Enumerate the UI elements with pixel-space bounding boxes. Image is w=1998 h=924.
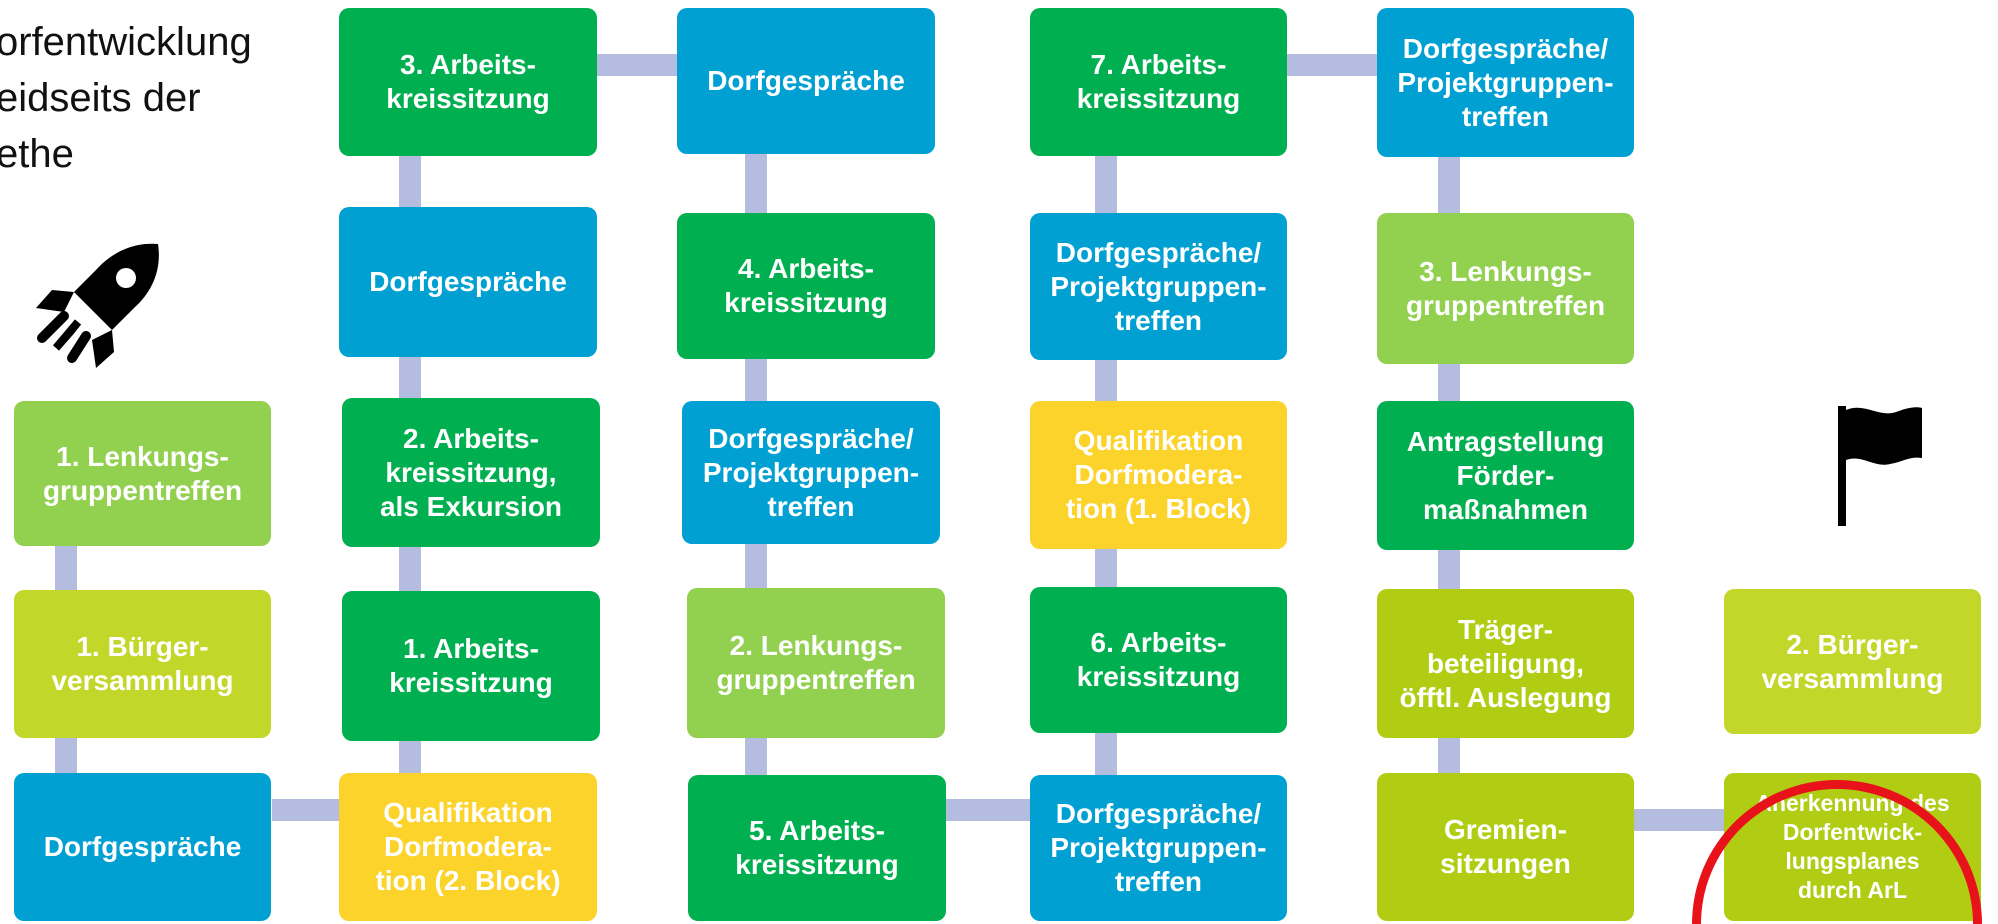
step-gremiensitzungen: Gremien- sitzungen [1377,773,1634,921]
connector [1438,364,1460,401]
connector [1634,809,1724,831]
connector [745,359,767,401]
step-qualifikation-dorfmoderation-1: Qualifikation Dorfmodera- tion (1. Block… [1030,401,1287,549]
connector [745,738,767,775]
step-qualifikation-dorfmoderation-2: Qualifikation Dorfmodera- tion (2. Block… [339,773,597,921]
step-1-arbeitskreissitzung: 1. Arbeits- kreissitzung [342,591,600,741]
connector [55,546,77,590]
connector [1438,157,1460,213]
step-dorfgespraeche: Dorfgespräche [339,207,597,357]
connector [399,741,421,773]
step-traegerbeteiligung: Träger- beteiligung, öfftl. Auslegung [1377,589,1634,738]
step-2-lenkungsgruppentreffen: 2. Lenkungs- gruppentreffen [687,588,945,738]
connector [399,547,421,591]
step-dorfgespraeche-projektgruppentreffen: Dorfgespräche/ Projektgruppen- treffen [1377,8,1634,157]
connector [1095,549,1117,587]
step-dorfgespraeche-projektgruppentreffen: Dorfgespräche/ Projektgruppen- treffen [1030,775,1287,921]
step-1-buergerversammlung: 1. Bürger- versammlung [14,590,271,738]
step-2-arbeitskreissitzung: 2. Arbeits- kreissitzung, als Exkursion [342,398,600,547]
connector [745,154,767,213]
connector [272,799,339,821]
flag-icon [1838,406,1922,526]
connector [55,738,77,773]
step-4-arbeitskreissitzung: 4. Arbeits- kreissitzung [677,213,935,359]
connector [1438,550,1460,589]
connector [745,544,767,588]
step-dorfgespraeche-projektgruppentreffen: Dorfgespräche/ Projektgruppen- treffen [1030,213,1287,360]
connector [946,799,1030,821]
step-dorfgespraeche: Dorfgespräche [14,773,271,921]
connector [1287,54,1377,76]
connector [1095,733,1117,775]
rocket-icon [36,243,159,368]
connector [399,357,421,398]
connector [1095,360,1117,401]
step-1-lenkungsgruppentreffen: 1. Lenkungs- gruppentreffen [14,401,271,546]
page-title: orfentwicklung eidseits der ethe [0,20,252,176]
connector [1095,156,1117,213]
step-6-arbeitskreissitzung: 6. Arbeits- kreissitzung [1030,587,1287,733]
step-dorfgespraeche: Dorfgespräche [677,8,935,154]
connector [597,54,677,76]
connector [1438,738,1460,773]
step-dorfgespraeche-projektgruppentreffen: Dorfgespräche/ Projektgruppen- treffen [682,401,940,544]
step-antragstellung-foerdermassnahmen: Antragstellung Förder- maßnahmen [1377,401,1634,550]
step-2-buergerversammlung: 2. Bürger- versammlung [1724,589,1981,734]
step-7-arbeitskreissitzung: 7. Arbeits- kreissitzung [1030,8,1287,156]
step-3-lenkungsgruppentreffen: 3. Lenkungs- gruppentreffen [1377,213,1634,364]
step-5-arbeitskreissitzung: 5. Arbeits- kreissitzung [688,775,946,921]
step-3-arbeitskreissitzung: 3. Arbeits- kreissitzung [339,8,597,156]
connector [399,156,421,207]
